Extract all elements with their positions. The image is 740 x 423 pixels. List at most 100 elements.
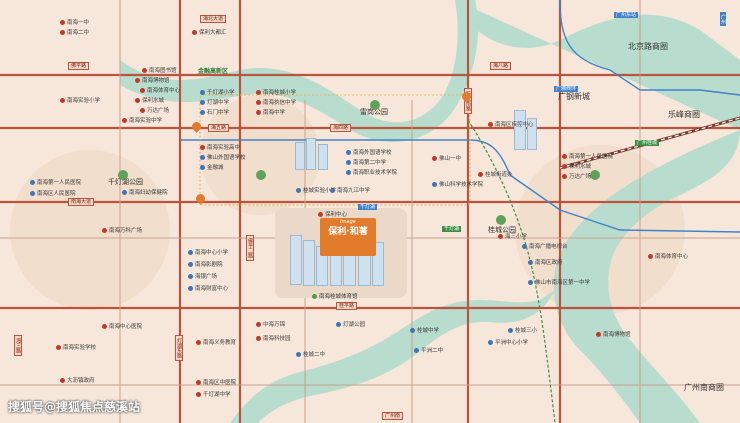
park-icon (370, 100, 380, 110)
poi[interactable]: 桂城二中 (296, 352, 325, 359)
poi[interactable]: 石门中学 (200, 110, 229, 117)
poi[interactable]: 佛山科学技术学院 (432, 182, 483, 189)
road-label: 广州南 (382, 412, 404, 420)
poi[interactable]: 南海第二中学 (346, 160, 386, 167)
poi[interactable]: 南海第一人民医院 (30, 180, 81, 187)
poi[interactable]: 桂城街道办 (478, 172, 513, 179)
poi-icon (596, 332, 601, 337)
building (295, 142, 305, 170)
poi[interactable]: 灯湖中学 (200, 100, 229, 107)
park-icon (590, 170, 600, 180)
poi[interactable]: 南海实验学校 (56, 345, 96, 352)
metro-station-label[interactable]: 广州桂城 (635, 140, 660, 146)
poi-icon (346, 170, 351, 175)
poi[interactable]: 金融城 (200, 165, 224, 172)
poi[interactable]: 南海中心小学 (188, 250, 228, 257)
poi[interactable]: 海三小学 (498, 234, 527, 241)
poi[interactable]: 南海区政府 (528, 260, 563, 267)
poi[interactable]: 南海桂城小学 (256, 90, 296, 97)
location-pin[interactable] (194, 192, 207, 205)
poi-icon (488, 340, 493, 345)
poi[interactable]: 海银广场 (188, 274, 217, 281)
metro-line-blue (180, 0, 740, 233)
poi[interactable]: 保利水城 (562, 164, 591, 171)
road-label: 海北大道 (200, 15, 227, 23)
road-label: 桂平路 (336, 302, 358, 310)
poi[interactable]: 南海外国语学校 (346, 150, 392, 157)
project-logo[interactable]: Image 保利·和著 (320, 218, 376, 256)
poi[interactable]: 保利中心 (318, 212, 347, 219)
poi[interactable]: 南海义务教育 (196, 340, 236, 347)
poi[interactable]: 保利水城 (135, 98, 164, 105)
poi[interactable]: 南海实验小学 (60, 98, 100, 105)
poi[interactable]: 南海科技园 (256, 336, 291, 343)
poi[interactable]: 千灯湖中学 (196, 392, 231, 399)
poi[interactable]: 南海区中医院 (196, 380, 236, 387)
poi[interactable]: 南海第一人民医院 (562, 154, 613, 161)
poi-icon (346, 160, 351, 165)
metro-station-label[interactable]: 广佛西环 (554, 86, 579, 92)
poi[interactable]: 南海实验中学 (122, 118, 162, 125)
poi[interactable]: 桂城三小 (508, 328, 537, 335)
metro-station-label[interactable]: 广州东站 (614, 12, 639, 18)
park-icon (312, 294, 317, 299)
poi[interactable]: 南海博物馆 (596, 332, 631, 339)
poi[interactable]: 千灯湖小学 (200, 90, 235, 97)
poi-icon (330, 188, 335, 193)
location-pin[interactable] (190, 120, 203, 133)
poi[interactable]: 南海中心医院 (102, 324, 142, 331)
road-label: 海四路 (330, 124, 352, 132)
poi[interactable]: 桂城实验小学 (296, 188, 336, 195)
poi[interactable]: 佛山外国语学校 (200, 155, 246, 162)
poi-icon (196, 340, 201, 345)
poi[interactable]: 大沥镇政府 (60, 378, 95, 385)
poi[interactable]: 南海区人民医院 (30, 191, 76, 198)
poi[interactable]: 万达广场 (562, 174, 591, 181)
poi[interactable]: 南海体育中心 (648, 254, 688, 261)
metro-station-label[interactable]: 广州 (720, 12, 726, 26)
poi-icon (296, 188, 301, 193)
poi-icon (478, 172, 483, 177)
poi[interactable]: 保利大都汇 (192, 30, 227, 37)
road-label: 南海大道 (68, 198, 95, 206)
poi[interactable]: 南海广播电视台 (522, 244, 568, 251)
park-icon (256, 170, 266, 180)
poi[interactable]: 南海实验高中 (200, 145, 240, 152)
location-pin[interactable] (460, 90, 473, 103)
poi[interactable]: 南海九江中学 (330, 188, 370, 195)
metro-station-label[interactable]: 千灯湖 (442, 226, 462, 232)
poi-icon (142, 68, 147, 73)
poi[interactable]: 平洲二中 (414, 348, 443, 355)
poi-icon (528, 280, 533, 285)
poi[interactable]: 南海桂城体育馆 (312, 294, 358, 301)
poi[interactable]: 南海图书馆 (142, 68, 177, 75)
poi-icon (135, 98, 140, 103)
poi[interactable]: 平洲中心小学 (488, 340, 528, 347)
poi-icon (508, 328, 513, 333)
poi[interactable]: 南海体育中心 (140, 88, 180, 95)
poi[interactable]: 南海财富中心 (188, 286, 228, 293)
poi-icon (562, 164, 567, 169)
poi-icon (200, 145, 205, 150)
poi[interactable]: 中海万锦 (256, 322, 285, 329)
poi[interactable]: 南海区疾控中心 (488, 122, 534, 129)
poi[interactable]: 南海执信中学 (256, 100, 296, 107)
poi-icon (122, 190, 127, 195)
metro-station-label[interactable]: 千灯湖 (358, 204, 378, 210)
poi[interactable]: 南海一中 (60, 20, 89, 27)
poi[interactable]: 南海万科广场 (102, 228, 142, 235)
poi[interactable]: 万达广场 (140, 108, 169, 115)
area-label: 广钢新城 (558, 92, 590, 101)
poi[interactable]: 南海妇幼保健院 (122, 190, 168, 197)
poi[interactable]: 南海二中 (60, 30, 89, 37)
poi[interactable]: 南海影剧院 (188, 262, 223, 269)
poi-icon (522, 244, 527, 249)
poi[interactable]: 灯湖公园 (336, 322, 365, 329)
poi[interactable]: 佛山市南海区第一中学 (528, 280, 590, 287)
poi[interactable]: 桂城中学 (410, 328, 439, 335)
poi[interactable]: 南海中学 (256, 110, 285, 117)
poi[interactable]: 南海博物馆 (135, 78, 170, 85)
poi[interactable]: 佛山一中 (432, 156, 461, 163)
poi[interactable]: 南海职业技术学院 (346, 170, 397, 177)
